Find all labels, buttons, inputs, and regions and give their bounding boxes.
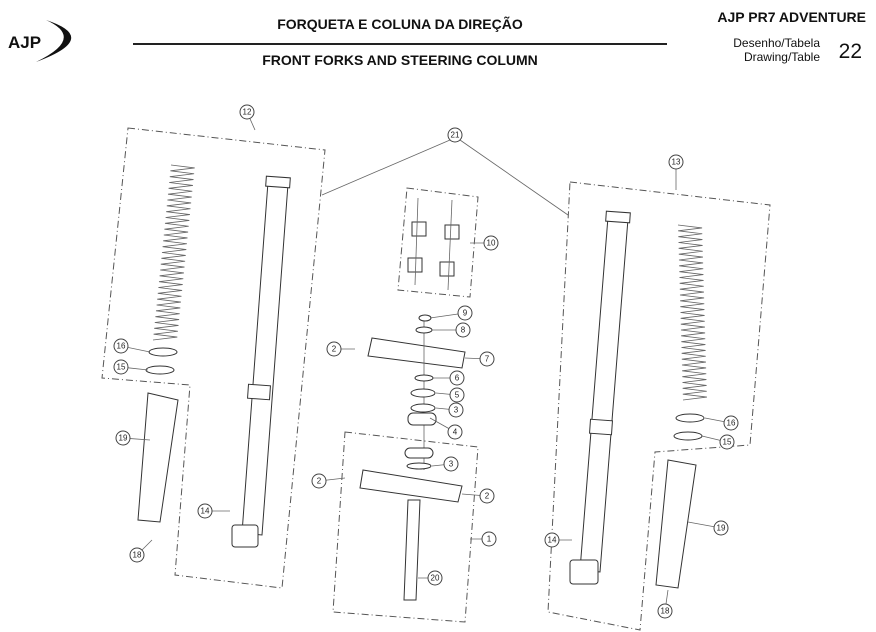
- part-callout-12: 12: [239, 104, 255, 120]
- drawing-label-pt: Desenho/Tabela: [733, 36, 820, 50]
- callout-number: 9: [463, 309, 468, 318]
- lower-triple-clamp-outline: [332, 431, 479, 623]
- right-seal: [675, 413, 705, 423]
- right-fork-guard: [655, 459, 697, 589]
- part-callout-4: 4: [447, 424, 463, 440]
- part-callout-19: 19: [713, 520, 729, 536]
- callout-number: 8: [461, 326, 466, 335]
- part-callout-14: 14: [197, 503, 213, 519]
- callout-number: 4: [453, 428, 458, 437]
- callout-number: 5: [455, 391, 460, 400]
- right-fork-leg: [569, 210, 631, 585]
- left-fork-group-outline: [101, 127, 326, 589]
- part-callout-7: 7: [479, 351, 495, 367]
- callout-number: 3: [454, 406, 459, 415]
- svg-text:AJP: AJP: [8, 33, 41, 52]
- part-callout-14: 14: [544, 532, 560, 548]
- callout-number: 18: [661, 607, 670, 616]
- part-callout-3: 3: [443, 456, 459, 472]
- callout-number: 15: [723, 438, 732, 447]
- right-fork-spring: [677, 224, 707, 401]
- part-callout-18: 18: [129, 547, 145, 563]
- callout-number: 1: [487, 535, 492, 544]
- part-callout-6: 6: [449, 370, 465, 386]
- callout-number: 15: [117, 363, 126, 372]
- callout-number: 12: [243, 108, 252, 117]
- callout-number: 10: [487, 239, 496, 248]
- left-fork-spring: [152, 164, 195, 341]
- part-callout-2: 2: [311, 473, 327, 489]
- steering-stem: [403, 499, 421, 601]
- drawing-label-en: Drawing/Table: [743, 50, 820, 64]
- part-callout-16: 16: [113, 338, 129, 354]
- part-callout-15: 15: [113, 359, 129, 375]
- callout-number: 2: [485, 492, 490, 501]
- callout-number: 3: [449, 460, 454, 469]
- callout-number: 7: [485, 355, 490, 364]
- title-english: FRONT FORKS AND STEERING COLUMN: [262, 52, 538, 68]
- callout-number: 19: [119, 434, 128, 443]
- part-callout-3: 3: [448, 402, 464, 418]
- part-callout-18: 18: [657, 603, 673, 619]
- part-callout-10: 10: [483, 235, 499, 251]
- callout-number: 20: [431, 574, 440, 583]
- callout-number: 2: [317, 477, 322, 486]
- model-name: AJP PR7 ADVENTURE: [717, 9, 866, 25]
- ajp-logo: AJP: [8, 20, 72, 62]
- part-callout-19: 19: [115, 430, 131, 446]
- part-callout-8: 8: [455, 322, 471, 338]
- clamp-kit-outline: [397, 187, 479, 298]
- callout-number: 13: [672, 158, 681, 167]
- callout-number: 6: [455, 374, 460, 383]
- part-callout-13: 13: [668, 154, 684, 170]
- right-fork-group-outline: [547, 181, 771, 631]
- drawing-number: 22: [838, 40, 862, 63]
- title-divider: [133, 43, 667, 45]
- drawing-label: Desenho/Tabela Drawing/Table: [733, 36, 820, 64]
- part-callout-2: 2: [479, 488, 495, 504]
- part-callout-20: 20: [427, 570, 443, 586]
- callout-number: 2: [332, 345, 337, 354]
- upper-triple-clamp: [367, 337, 466, 369]
- callout-number: 18: [133, 551, 142, 560]
- left-seal: [148, 347, 178, 357]
- part-callout-1: 1: [481, 531, 497, 547]
- callout-number: 21: [451, 131, 460, 140]
- part-callout-21: 21: [447, 127, 463, 143]
- callout-number: 14: [201, 507, 210, 516]
- callout-number: 16: [117, 342, 126, 351]
- part-callout-2: 2: [326, 341, 342, 357]
- part-callout-15: 15: [719, 434, 735, 450]
- part-callout-5: 5: [449, 387, 465, 403]
- lower-triple-clamp: [359, 469, 463, 503]
- title-portuguese: FORQUETA E COLUNA DA DIREÇÃO: [277, 16, 523, 32]
- part-callout-9: 9: [457, 305, 473, 321]
- left-fork-guard: [137, 392, 179, 523]
- left-dust-cap: [145, 365, 175, 375]
- right-dust-cap: [673, 431, 703, 441]
- left-fork-leg: [231, 175, 291, 548]
- part-callout-16: 16: [723, 415, 739, 431]
- callout-number: 14: [548, 536, 557, 545]
- callout-number: 16: [727, 419, 736, 428]
- callout-number: 19: [717, 524, 726, 533]
- clamp-kit: [407, 197, 460, 291]
